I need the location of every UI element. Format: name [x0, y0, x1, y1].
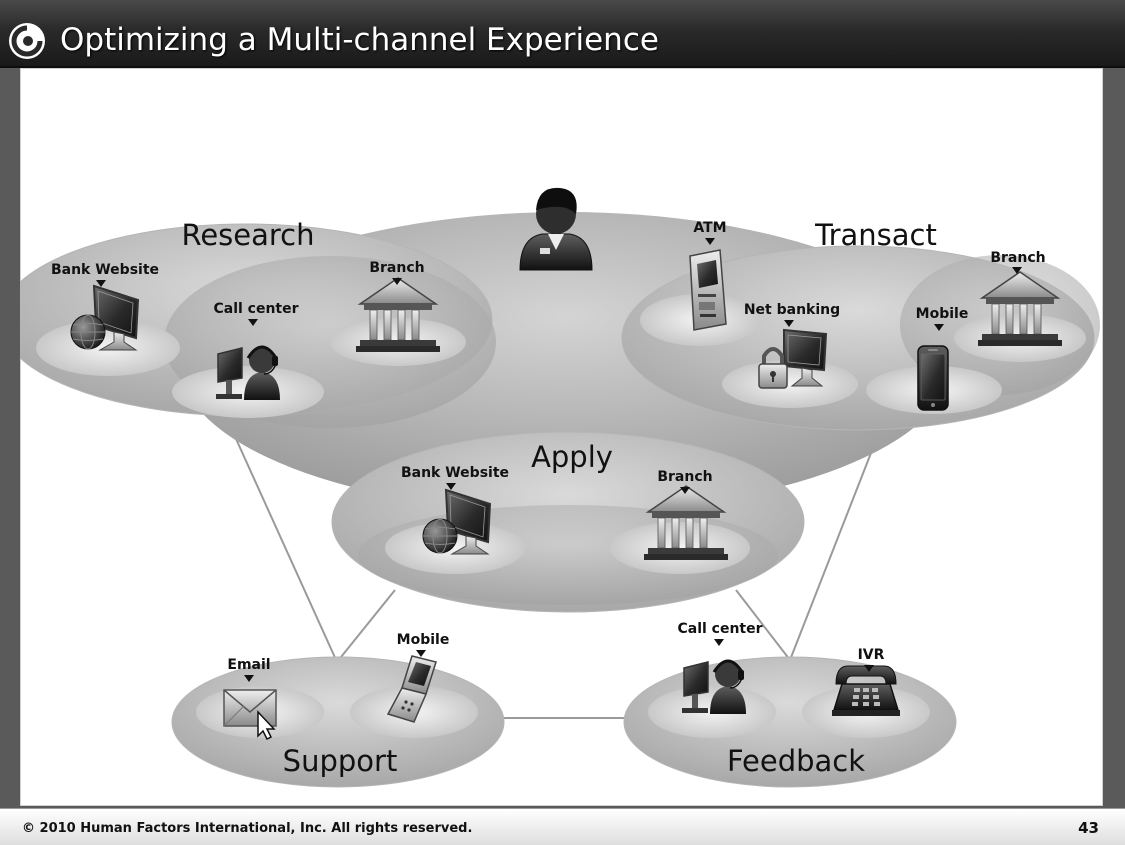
- apply-label: Apply: [531, 440, 613, 474]
- slide-header: Optimizing a Multi-channel Experience: [0, 0, 1125, 68]
- channel-label-atm: ATM: [693, 220, 726, 236]
- slide-canvas: Research Transact Apply Support Feedback…: [20, 68, 1103, 806]
- research-label: Research: [181, 218, 314, 252]
- channel-label-branch: Branch: [369, 260, 424, 276]
- pointer-arrows: [96, 238, 1022, 682]
- smartphone-icon: [917, 345, 949, 411]
- atm-icon: [689, 249, 727, 331]
- desk-phone-icon: [831, 665, 901, 717]
- channel-label-bank-website: Bank Website: [51, 262, 159, 278]
- feedback-label: Feedback: [727, 744, 865, 778]
- copyright-text: © 2010 Human Factors International, Inc.…: [22, 821, 473, 836]
- support-label: Support: [283, 744, 398, 778]
- multichannel-diagram: Research Transact Apply Support Feedback…: [20, 187, 1100, 788]
- channel-label-branch: Branch: [990, 250, 1045, 266]
- channel-label-branch: Branch: [657, 469, 712, 485]
- channel-label-net-banking: Net banking: [744, 302, 840, 318]
- channel-label-mobile: Mobile: [916, 306, 969, 322]
- slide-footer: © 2010 Human Factors International, Inc.…: [0, 808, 1125, 845]
- channel-label-bank-website: Bank Website: [401, 465, 509, 481]
- channel-label-call-center: Call center: [213, 301, 298, 317]
- transact-label: Transact: [814, 218, 937, 252]
- channel-label-ivr: IVR: [858, 647, 885, 663]
- channel-label-email: Email: [227, 657, 270, 673]
- person-icon: [519, 187, 593, 271]
- page-title: Optimizing a Multi-channel Experience: [60, 22, 659, 58]
- page-number: 43: [1078, 819, 1099, 837]
- connector-lines: [231, 419, 881, 719]
- swirl-logo-icon: [9, 23, 45, 59]
- channel-label-mobile: Mobile: [397, 632, 450, 648]
- channel-label-call-center: Call center: [677, 621, 762, 637]
